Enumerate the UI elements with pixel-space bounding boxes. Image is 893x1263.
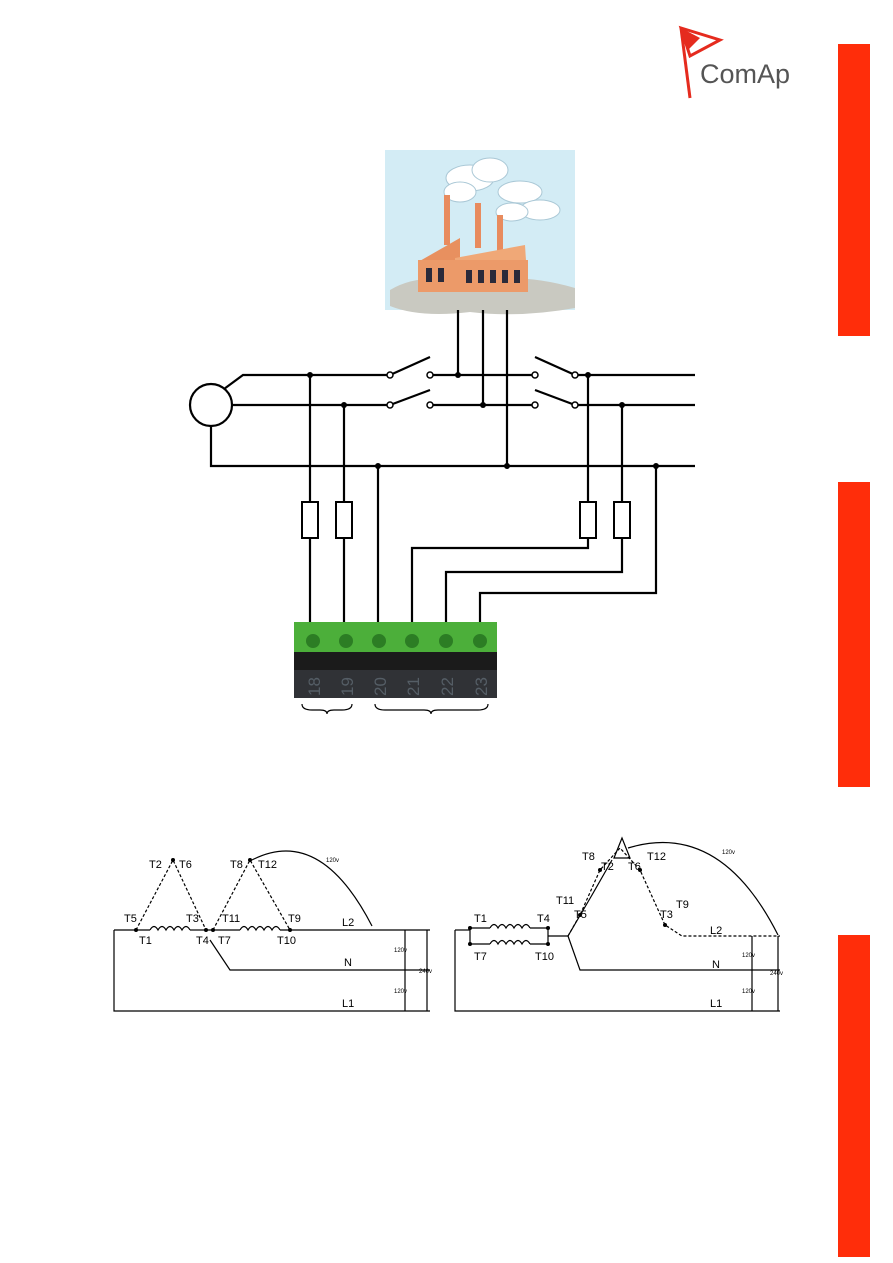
fuse-3 [579,501,597,539]
fuse-4 [613,501,631,539]
label-T12: T12 [647,851,666,863]
voltage-upper: 120v [742,953,755,959]
switch-gen-2 [389,388,431,407]
comap-logo: ComAp [678,25,790,99]
label-N: N [344,957,352,969]
label-T8: T8 [582,851,595,863]
label-T7: T7 [474,951,487,963]
label-T2: T2 [601,861,614,873]
label-L1: L1 [710,998,722,1010]
label-T10: T10 [277,935,296,947]
switch-mains-2 [534,388,576,407]
pin-21: 21 [404,677,423,696]
label-T7: T7 [218,935,231,947]
voltage-lower: 120v [742,989,755,995]
label-T3: T3 [660,909,673,921]
generator-symbol [188,382,234,428]
label-T12: T12 [258,859,277,871]
pin-19: 19 [338,677,357,696]
winding-diagram-left: T5 T1 T2 T6 T3 T4 T7 T11 T8 T12 T9 T10 L… [113,850,432,1012]
fuse-2 [335,501,353,539]
pin-18: 18 [305,677,324,696]
pin-23: 23 [472,677,491,696]
label-T5: T5 [124,913,137,925]
terminal-block: 18 19 20 21 22 23 [294,622,497,715]
voltage-arc: 120v [326,858,339,864]
label-T6: T6 [179,859,192,871]
switch-gen-1 [389,355,431,377]
logo-text: ComAp [700,59,790,89]
label-T4: T4 [196,935,209,947]
pin-22: 22 [438,677,457,696]
factory-illustration [385,150,575,315]
brace-mains-voltage [374,703,489,715]
side-tab-upper [838,44,870,336]
label-T8: T8 [230,859,243,871]
fuse-1 [301,501,319,539]
label-T4: T4 [537,913,550,925]
label-T3: T3 [186,913,199,925]
label-T11: T11 [556,895,574,907]
label-L2: L2 [710,925,722,937]
voltage-arc: 120v [722,850,735,856]
label-T1: T1 [139,935,152,947]
label-T11: T11 [222,913,240,925]
voltage-upper: 120v [394,948,407,954]
winding-diagram-right: T1 T4 T7 T10 T8 T12 T2 T6 T11 T5 T3 T9 L… [454,836,783,1012]
brace-gen-voltage [301,703,353,715]
label-T6: T6 [628,861,641,873]
label-N: N [712,959,720,971]
voltage-lower: 120v [394,989,407,995]
label-T1: T1 [474,913,487,925]
label-L2: L2 [342,917,354,929]
label-T9: T9 [288,913,301,925]
switch-mains-1 [534,355,576,377]
voltage-total: 240v [419,969,432,975]
side-tab-middle [838,482,870,787]
label-T10: T10 [535,951,554,963]
label-L1: L1 [342,998,354,1010]
side-tab-lower [838,935,870,1257]
voltage-total: 240v [770,971,783,977]
pin-20: 20 [371,677,390,696]
label-T9: T9 [676,899,689,911]
label-T5: T5 [574,909,587,921]
label-T2: T2 [149,859,162,871]
wiring-schematic [188,310,695,625]
